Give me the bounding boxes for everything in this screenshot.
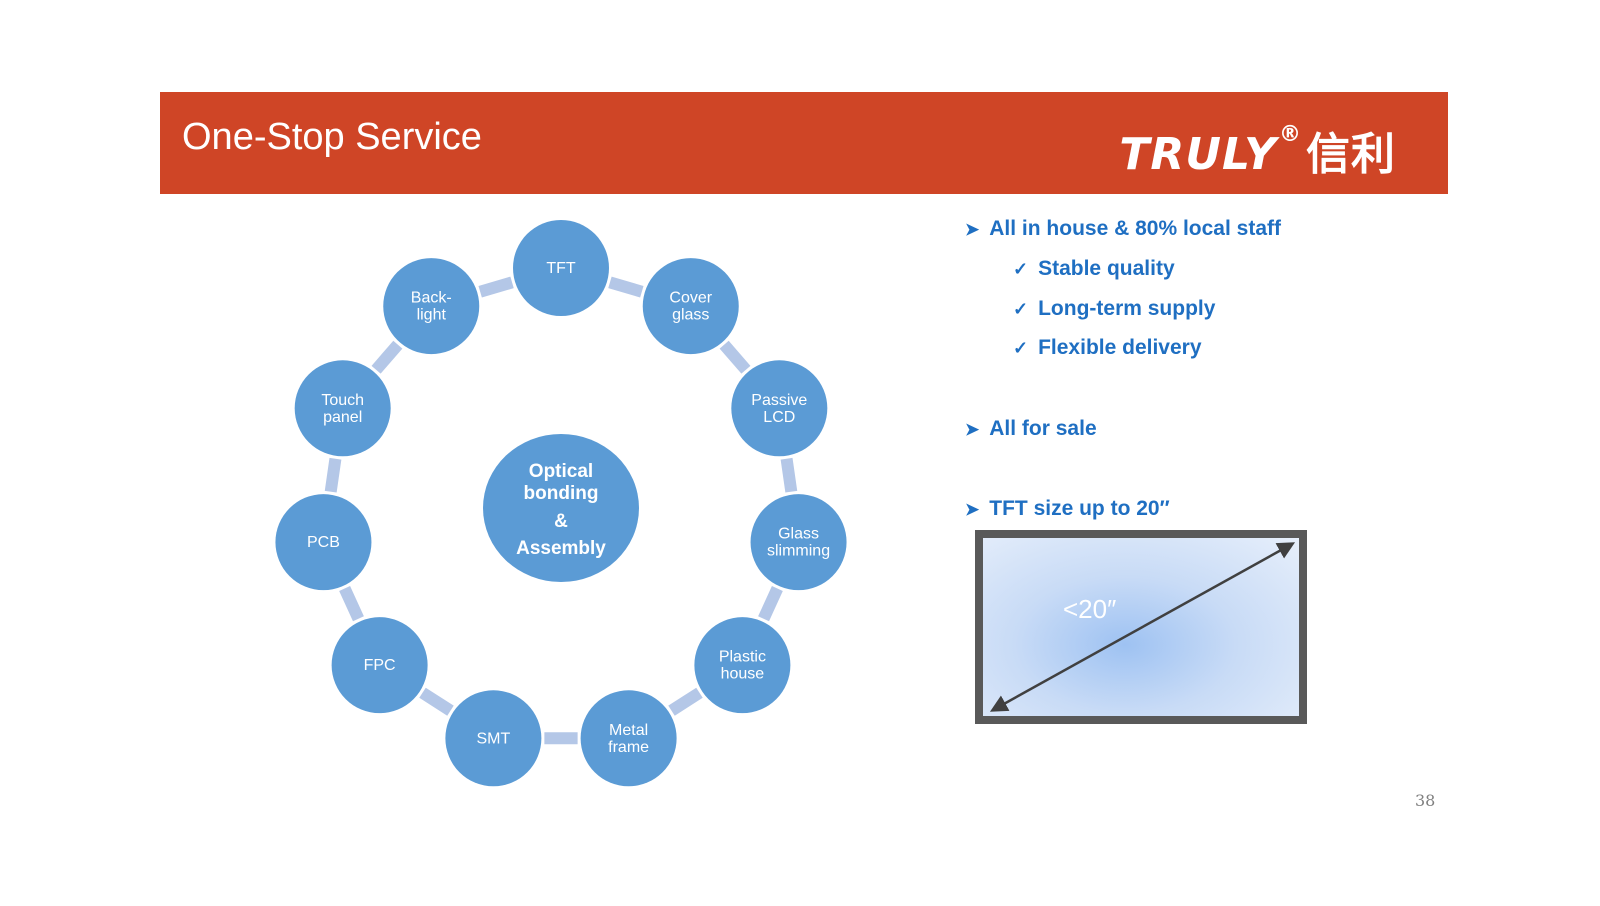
node-circle	[331, 617, 428, 714]
node-label: Touch	[321, 392, 364, 409]
arrow-bullet-icon: ➤	[965, 500, 980, 519]
service-node: TFT	[513, 220, 609, 316]
node-circle	[642, 258, 739, 355]
truly-logo: TRULY®信利	[1119, 118, 1396, 182]
node-label: Metal	[609, 722, 648, 739]
center-label: bonding	[524, 483, 599, 504]
one-stop-service-diagram: TFTCoverglassPassiveLCDGlassslimmingPlas…	[275, 220, 847, 787]
node-circle	[383, 258, 480, 355]
node-label: frame	[608, 739, 649, 756]
node-circle	[580, 690, 677, 787]
check-item-supply: ✓ Long-term supply	[1013, 297, 1215, 321]
connector	[478, 276, 514, 298]
node-label: FPC	[364, 657, 396, 674]
service-node: PCB	[275, 494, 372, 591]
bullet-text: TFT size up to 20″	[989, 497, 1170, 520]
connector	[668, 687, 703, 716]
connector	[419, 687, 454, 716]
node-label: Glass	[778, 526, 819, 543]
node-label: PCB	[307, 534, 340, 551]
bullet-tft-size: ➤ TFT size up to 20″	[965, 497, 1170, 521]
node-label: glass	[672, 307, 709, 324]
node-label: Back-	[411, 290, 452, 307]
title-banner: One-Stop Service TRULY®信利	[160, 92, 1448, 194]
bullet-text: All in house & 80% local staff	[989, 217, 1281, 240]
arrow-bullet-icon: ➤	[965, 220, 980, 239]
center-circle	[483, 434, 639, 582]
arrow-bullet-icon: ➤	[965, 420, 980, 439]
check-item-quality: ✓ Stable quality	[1013, 257, 1175, 281]
monitor-illustration: <20″	[975, 530, 1307, 724]
node-label: light	[417, 307, 447, 324]
registered-mark: ®	[1279, 122, 1302, 147]
service-node: Back-light	[383, 258, 480, 355]
logo-text: TRULY	[1119, 129, 1277, 180]
node-label: LCD	[763, 409, 795, 426]
bullet-for-sale: ➤ All for sale	[965, 417, 1097, 441]
logo-chinese: 信利	[1306, 129, 1396, 180]
service-node: SMT	[445, 690, 542, 787]
center-label: &	[554, 511, 568, 532]
slide-title: One-Stop Service	[182, 116, 482, 158]
connector	[780, 457, 798, 493]
connector	[371, 340, 403, 374]
node-circle	[750, 494, 847, 591]
checkmark-icon: ✓	[1013, 338, 1029, 358]
diagonal-arrow: <20″	[989, 542, 1296, 712]
checkmark-icon: ✓	[1013, 259, 1029, 279]
monitor-size-label: <20″	[1063, 594, 1116, 624]
node-circle	[731, 360, 828, 457]
center-label: Assembly	[516, 538, 606, 559]
node-circle	[445, 690, 542, 787]
node-label: SMT	[476, 730, 510, 747]
connector	[324, 457, 342, 493]
node-label: panel	[323, 409, 362, 426]
connector	[758, 586, 783, 622]
bullet-text: All for sale	[989, 417, 1097, 440]
checkmark-icon: ✓	[1013, 299, 1029, 319]
page-number: 38	[1415, 791, 1436, 810]
check-text: Long-term supply	[1038, 297, 1216, 320]
check-text: Stable quality	[1038, 257, 1175, 280]
node-label: Plastic	[719, 649, 766, 666]
bullet-in-house: ➤ All in house & 80% local staff	[965, 217, 1281, 241]
node-label: Cover	[669, 290, 712, 307]
node-circle	[694, 617, 791, 714]
node-label: slimming	[767, 543, 830, 560]
center-label: Optical	[529, 461, 593, 482]
connector	[339, 586, 364, 622]
node-label: house	[721, 666, 765, 683]
check-text: Flexible delivery	[1038, 336, 1202, 359]
node-circle	[275, 494, 372, 591]
connector	[608, 276, 644, 298]
connector	[719, 340, 751, 374]
node-label: TFT	[546, 260, 576, 277]
node-label: Passive	[751, 392, 807, 409]
service-node: FPC	[331, 617, 428, 714]
check-item-delivery: ✓ Flexible delivery	[1013, 336, 1202, 360]
node-circle	[294, 360, 391, 457]
node-circle	[513, 220, 609, 316]
